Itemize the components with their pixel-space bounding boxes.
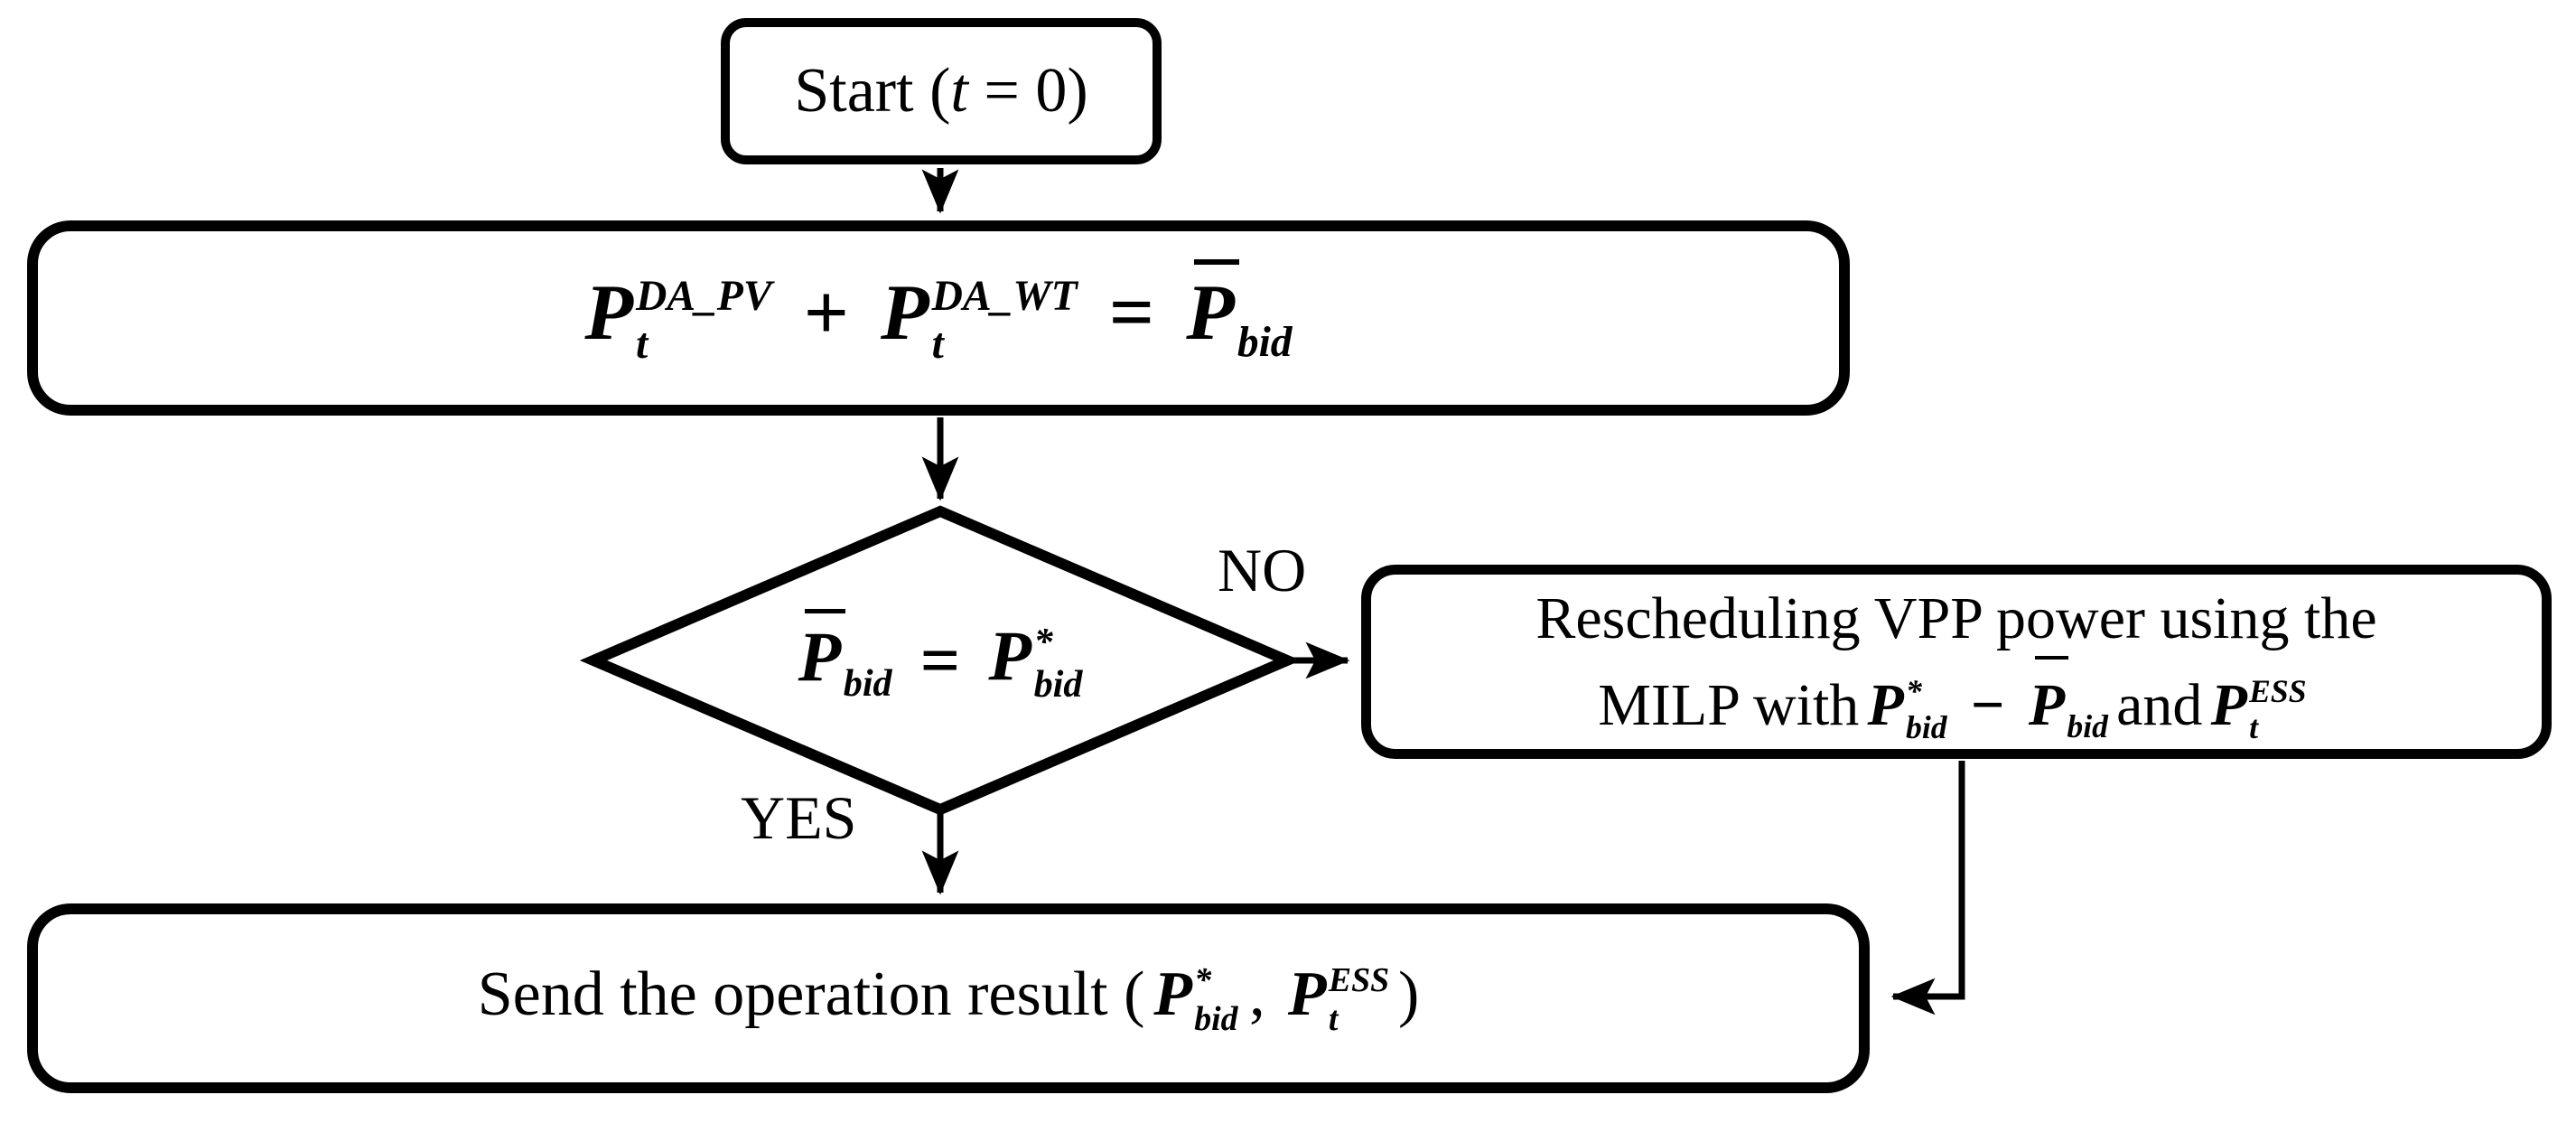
start-text-prefix: Start ( [794, 56, 951, 126]
equals-operator: = [919, 621, 961, 699]
math-term-pstar-bid: P*bid [1867, 671, 1947, 746]
superscript [844, 622, 892, 662]
subscript: t [1328, 999, 1339, 1038]
superscript [2067, 676, 2108, 709]
send-text-prefix: Send the operation result ( [477, 959, 1145, 1029]
plus-operator: + [803, 269, 849, 357]
no-branch-label: NO [1218, 536, 1307, 604]
superscript: ESS [2249, 673, 2307, 710]
superscript: DA_PV [636, 272, 772, 320]
send-text-suffix: ) [1397, 959, 1420, 1029]
yes-branch-label: YES [741, 783, 857, 852]
equals-operator: = [1108, 269, 1155, 357]
subscript: bid [1237, 319, 1293, 367]
edge-reschedule-to-send [1890, 761, 1965, 1015]
reschedule-line2-prefix: MILP with [1598, 671, 1860, 738]
subscript: bid [1906, 709, 1947, 746]
send-separator: , [1249, 959, 1265, 1029]
subscript: t [931, 320, 944, 368]
reschedule-line1: Rescheduling VPP power using the [1535, 585, 2377, 651]
superscript: * [1033, 620, 1053, 663]
decision-diamond-shape [579, 505, 1302, 816]
subscript: bid [1194, 999, 1238, 1038]
start-text-suffix: = 0) [967, 56, 1088, 126]
start-var-t: t [950, 56, 968, 126]
start-node: Start (t = 0) [721, 18, 1162, 164]
superscript [1237, 274, 1293, 319]
math-term-pstar-bid: P*bid [988, 615, 1083, 706]
superscript: * [1194, 961, 1212, 1000]
superscript: * [1906, 673, 1922, 710]
subscript: bid [1033, 662, 1083, 706]
subscript: bid [843, 662, 892, 706]
subscript: t [636, 320, 649, 368]
subscript: t [2249, 709, 2259, 746]
subscript: bid [2067, 708, 2108, 745]
math-term-pstar-bid: P*bid [1153, 959, 1238, 1038]
superscript: DA_WT [931, 272, 1078, 320]
minus-operator: − [1970, 671, 2005, 738]
superscript: ESS [1328, 961, 1390, 1000]
reschedule-conjunction: and [2116, 671, 2203, 738]
reschedule-node: Rescheduling VPP power using the MILP wi… [1361, 565, 2552, 759]
